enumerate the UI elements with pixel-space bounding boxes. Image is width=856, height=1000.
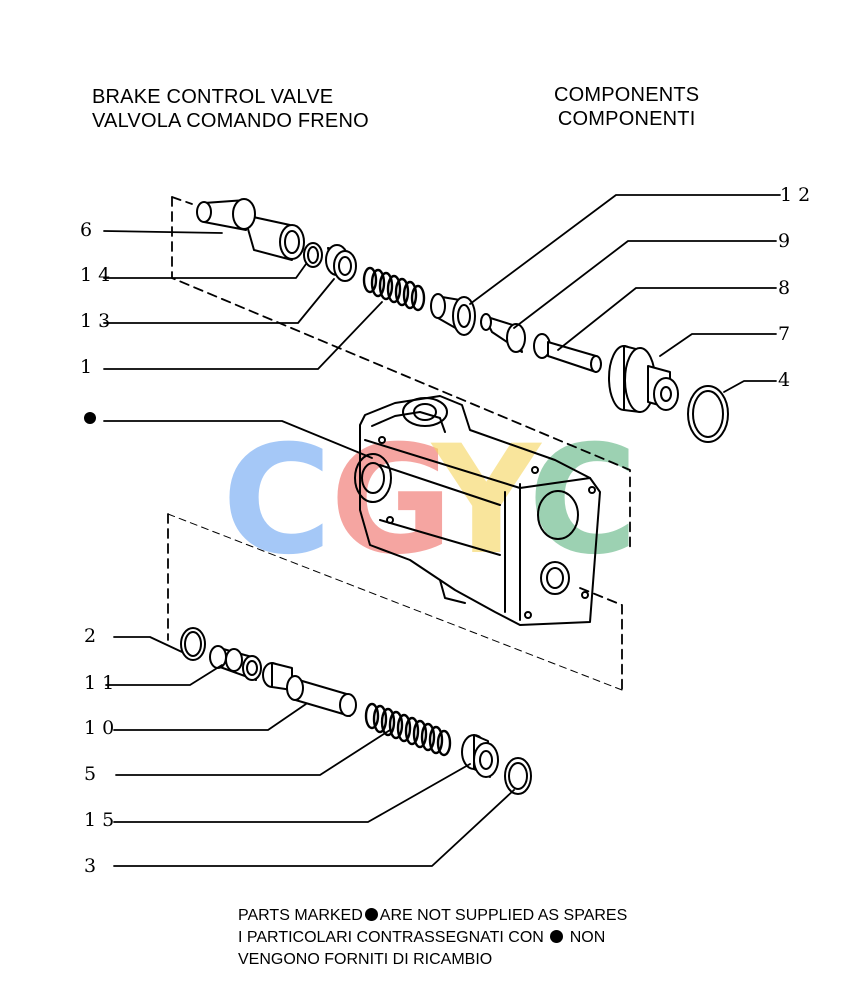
- part-11-bushing: [209, 645, 262, 681]
- part-5-spring: [364, 702, 452, 757]
- callout-8: 8: [778, 277, 790, 299]
- callout-10: 1 0: [84, 717, 114, 739]
- watermark-letter-c1: C: [222, 414, 332, 588]
- leader-3: [113, 789, 515, 867]
- leader-5: [115, 729, 391, 776]
- footer-note: PARTS MARKED ARE NOT SUPPLIED AS SPARES I…: [238, 905, 627, 971]
- footer-line-3: VENGONO FORNITI DI RICAMBIO: [238, 951, 493, 968]
- leader-2: [113, 636, 183, 653]
- marker-dot-icon: [364, 908, 378, 921]
- leader-body: [103, 420, 373, 459]
- leader-7: [659, 333, 777, 357]
- watermark-letter-g: G: [330, 414, 453, 588]
- part-3-oring: [504, 757, 532, 795]
- components-english: COMPONENTS: [554, 84, 700, 106]
- footer-line-1-end: ARE NOT SUPPLIED AS SPARES: [379, 907, 628, 924]
- part-12-cup: [430, 293, 476, 336]
- callout-5: 5: [84, 763, 96, 785]
- watermark: C G Y C: [222, 414, 638, 588]
- components-italian: COMPONENTI: [557, 108, 696, 130]
- leader-11: [105, 664, 223, 686]
- callout-14: 1 4: [80, 264, 110, 286]
- not-supplied-marker-dot: [84, 412, 96, 424]
- leader-lines: [103, 194, 781, 867]
- watermark-letter-c2: C: [528, 414, 638, 588]
- callout-1: 1: [80, 356, 92, 378]
- leader-6: [103, 230, 223, 234]
- leader-14: [103, 263, 307, 279]
- footer-line-2-end: NON: [569, 929, 606, 946]
- marker-dot-icon: [550, 930, 564, 943]
- leader-13: [103, 278, 335, 324]
- footer-line-2: I PARTICOLARI CONTRASSEGNATI CON NON: [238, 927, 627, 949]
- part-13-cup: [325, 244, 357, 282]
- part-6-spool: [196, 198, 305, 261]
- valve-body: [354, 395, 601, 626]
- callout-2: 2: [84, 625, 96, 647]
- callout-13: 1 3: [80, 310, 110, 332]
- callout-labels: 6 1 4 1 3 1 2 1 1 1 0 5 1 5 3 1 2 9 8 7 …: [80, 184, 810, 877]
- assembly-dashed-lines: [167, 196, 631, 693]
- leader-9: [513, 240, 777, 329]
- lower-assembly-right-edge: [579, 587, 623, 693]
- part-10-piston: [262, 662, 357, 717]
- part-9-poppet: [480, 313, 526, 353]
- upper-assembly-line: [171, 196, 631, 549]
- components-heading: COMPONENTS COMPONENTI: [554, 83, 699, 131]
- leader-15: [113, 763, 471, 823]
- part-15-cup: [461, 734, 499, 778]
- upper-assembly-line-tip: [171, 196, 193, 205]
- leader-4: [723, 380, 777, 393]
- callout-4: 4: [778, 369, 790, 391]
- footer-line-1: PARTS MARKED ARE NOT SUPPLIED AS SPARES: [238, 905, 627, 927]
- callout-3: 3: [84, 855, 96, 877]
- part-7-plug: [608, 345, 679, 413]
- title-block: BRAKE CONTROL VALVE VALVOLA COMANDO FREN…: [92, 85, 369, 133]
- callout-12: 1 2: [780, 184, 810, 206]
- part-8-pin: [533, 333, 602, 373]
- callout-9: 9: [778, 230, 790, 252]
- footer-line-1-start: PARTS MARKED: [238, 907, 363, 924]
- lower-assembly-center-line: [167, 513, 623, 691]
- callout-11: 1 1: [84, 672, 114, 694]
- leader-10: [113, 703, 307, 731]
- part-4-oring: [687, 385, 729, 443]
- callout-15: 1 5: [84, 809, 114, 831]
- part-2-oring: [180, 627, 206, 661]
- title-english: BRAKE CONTROL VALVE: [92, 86, 334, 108]
- part-14-oring: [303, 242, 323, 268]
- title-italian: VALVOLA COMANDO FRENO: [92, 110, 369, 132]
- footer-line-2-start: I PARTICOLARI CONTRASSEGNATI CON: [238, 929, 544, 946]
- callout-6: 6: [80, 219, 92, 241]
- part-1-spring: [362, 266, 426, 312]
- leader-8: [557, 287, 777, 351]
- callout-7: 7: [778, 323, 790, 345]
- leader-1: [103, 301, 383, 370]
- leader-12: [469, 194, 781, 305]
